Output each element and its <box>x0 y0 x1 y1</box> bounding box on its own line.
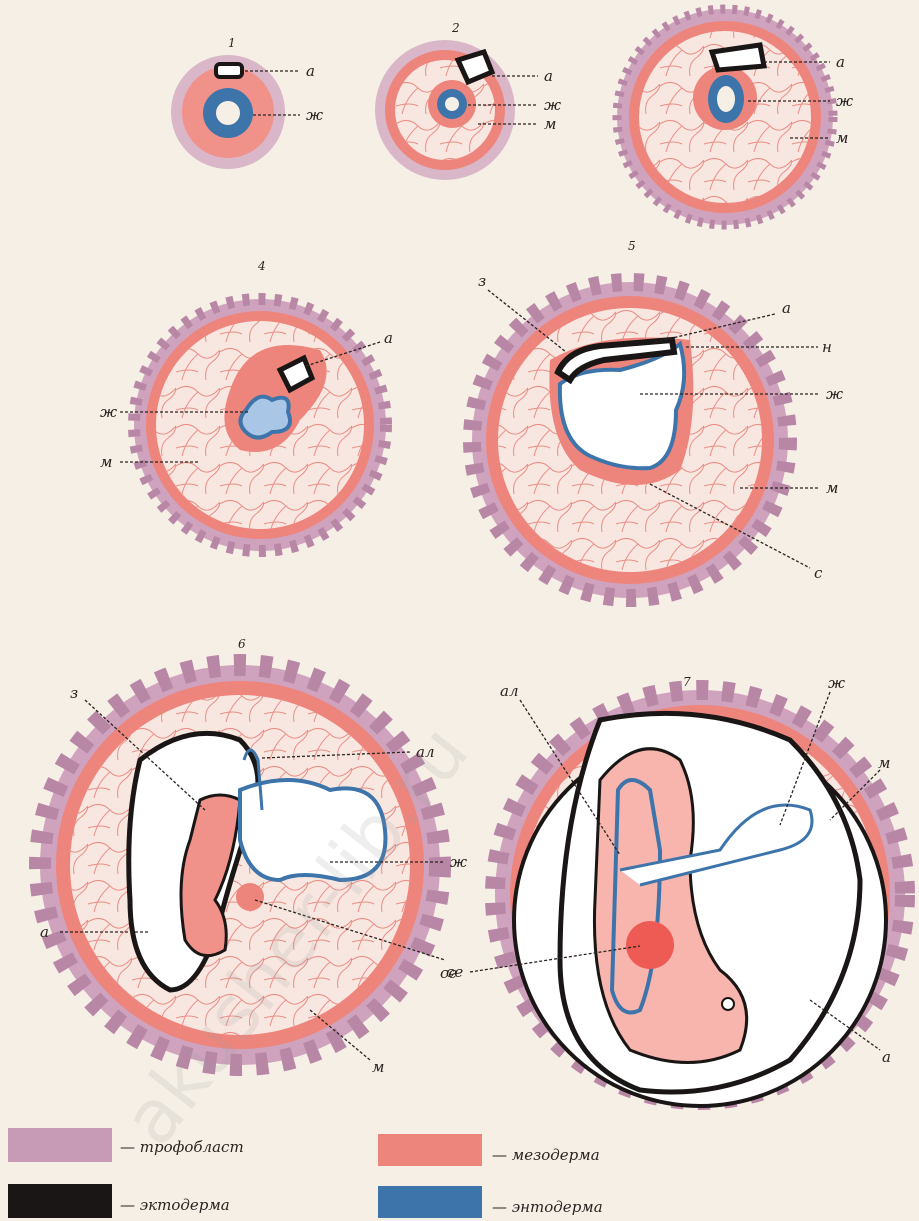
heart <box>626 921 674 969</box>
figure-5: 5 з а н ж м с <box>472 239 843 598</box>
figure-number: 2 <box>451 21 460 35</box>
amnion-ectoderm <box>712 45 764 70</box>
figure-3: а ж м <box>617 9 853 225</box>
legend-swatch-ectoderm <box>8 1184 112 1218</box>
label-a: а <box>40 923 49 941</box>
label-s: с <box>814 564 823 582</box>
label-zh: ж <box>450 853 467 871</box>
label-z: з <box>478 272 486 290</box>
label-a: а <box>384 329 393 347</box>
label-a: а <box>782 299 791 317</box>
figure-number: 6 <box>238 637 246 651</box>
label-zh: ж <box>836 92 853 110</box>
label-m: м <box>372 1058 384 1076</box>
embryo-eye <box>722 998 734 1010</box>
legend-label-endoderm: — энтодерма <box>492 1198 603 1216</box>
label-zh: ж <box>306 106 323 124</box>
label-m: м <box>836 129 848 147</box>
legend: — трофобласт — мезодерма — эктодерма — э… <box>8 1128 603 1218</box>
legend-swatch-trophoblast <box>8 1128 112 1162</box>
label-n: н <box>822 338 832 356</box>
label-zh: ж <box>828 674 845 692</box>
legend-swatch-mesoderm <box>378 1134 482 1166</box>
figure-2: 2 а ж м <box>375 21 561 180</box>
legend-label-trophoblast: — трофобласт <box>120 1138 244 1156</box>
label-zh: ж <box>100 403 117 421</box>
figure-number: 5 <box>628 239 636 253</box>
label-m: м <box>826 479 838 497</box>
label-a: а <box>306 62 315 80</box>
figure-1: 1 а ж <box>171 36 323 169</box>
amnion-ectoderm <box>216 64 242 77</box>
label-zh: ж <box>544 96 561 114</box>
label-zh: ж <box>826 385 843 403</box>
figure-number: 4 <box>257 259 266 273</box>
label-a: а <box>836 53 845 71</box>
legend-label-mesoderm: — мезодерма <box>492 1146 600 1164</box>
figure-7: 7 ал ж м се а <box>446 674 905 1106</box>
figure-4: 4 а ж м <box>100 259 393 551</box>
label-m: м <box>878 754 890 772</box>
legend-label-ectoderm: — эктодерма <box>120 1196 230 1214</box>
label-a: а <box>544 67 553 85</box>
label-z: з <box>70 684 78 702</box>
label-m: м <box>100 453 112 471</box>
label-al: ал <box>500 682 519 700</box>
label-a: а <box>882 1048 891 1066</box>
label-m: м <box>544 115 556 133</box>
figure-number: 1 <box>228 36 236 50</box>
figure-number: 7 <box>683 675 691 689</box>
label-se: се <box>446 963 463 981</box>
legend-swatch-endoderm <box>378 1186 482 1218</box>
